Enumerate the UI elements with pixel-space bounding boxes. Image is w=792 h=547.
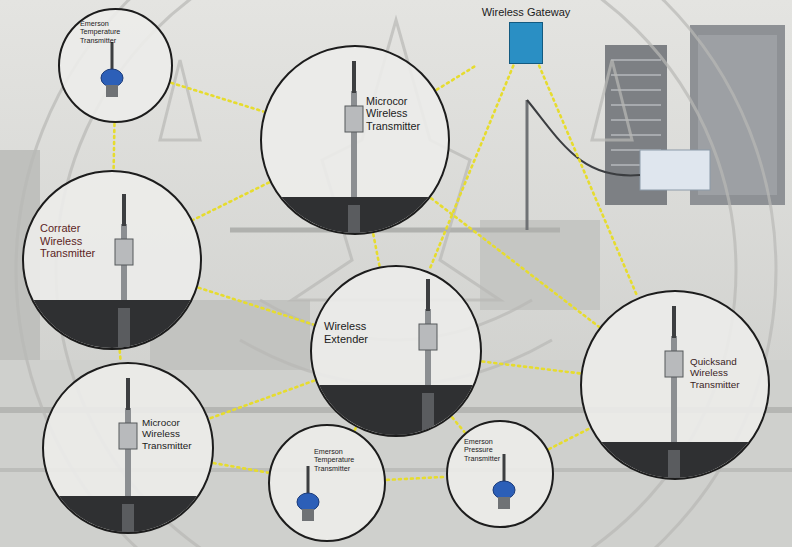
wireless-link [194, 183, 269, 220]
device-label: Emerson Temperature Transmitter [80, 20, 144, 45]
device-picture [312, 267, 482, 437]
device-label: Quicksand Wireless Transmitter [690, 356, 762, 390]
device-circle: Corrater Wireless Transmitter [22, 170, 202, 350]
device-picture [24, 172, 202, 350]
device-label: Microcor Wireless Transmitter [142, 417, 206, 451]
wireless-link [171, 83, 263, 112]
device-label: Corrater Wireless Transmitter [40, 222, 112, 260]
wireless-link [214, 463, 268, 473]
device-picture [270, 426, 386, 542]
gateway-node: Wireless Gateway [478, 6, 574, 64]
device-label: Emerson Pressure Transmitter [464, 438, 518, 463]
device-circle: Quicksand Wireless Transmitter [580, 290, 770, 480]
wireless-link [119, 351, 121, 362]
wireless-link [210, 381, 314, 419]
wireless-link [199, 288, 313, 325]
device-label: Emerson Temperature Transmitter [314, 448, 370, 473]
device-picture [60, 10, 173, 123]
wireless-link [373, 234, 379, 265]
device-circle: Microcor Wireless Transmitter [42, 362, 214, 534]
device-label: Microcor Wireless Transmitter [366, 95, 438, 132]
device-circle: Emerson Temperature Transmitter [268, 424, 386, 542]
wireless-link [113, 124, 115, 169]
device-picture [262, 47, 450, 235]
wireless-link [387, 477, 445, 480]
device-picture [582, 292, 770, 480]
device-label: Wireless Extender [324, 320, 400, 345]
device-circle: Wireless Extender [310, 265, 482, 437]
device-circle: Microcor Wireless Transmitter [260, 45, 450, 235]
device-picture [448, 422, 554, 528]
gateway-box [509, 22, 543, 64]
gateway-label: Wireless Gateway [478, 6, 574, 19]
wireless-link [482, 362, 579, 374]
wireless-link [437, 66, 476, 90]
device-circle: Emerson Pressure Transmitter [446, 420, 554, 528]
device-circle: Emerson Temperature Transmitter [58, 8, 173, 123]
wireless-link [539, 66, 637, 297]
